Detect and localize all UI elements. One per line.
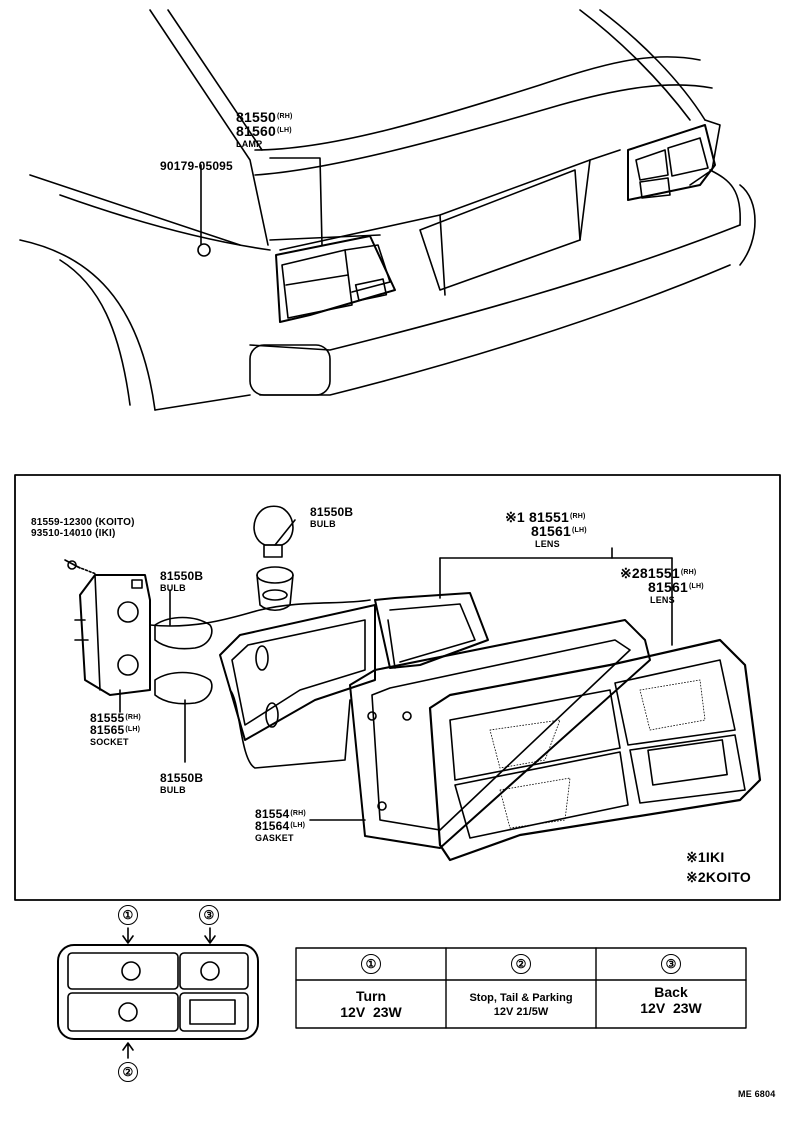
gasket-part-label: 81554(RH) 81564(LH) GASKET [255, 808, 306, 843]
lens2-side-lh: (LH) [688, 583, 704, 590]
lens1-part-lh: 81561 [531, 523, 571, 539]
legend-maker-1: IKI [705, 849, 725, 865]
screw-part-label: 81559-12300 (KOITO) 93510-14010 (IKI) [31, 517, 135, 539]
screw-part-iki: 93510-14010 (IKI) [31, 528, 116, 539]
table-col3-num: ③ [661, 954, 681, 974]
footer-code: ME 6804 [738, 1089, 776, 1099]
table-col1-body: Turn 12V 23W [296, 988, 446, 1020]
legend-maker-2: KOITO [705, 869, 751, 885]
maker-legend-iki: ※1IKI [686, 850, 724, 864]
legend-mark-1: ※1 [686, 849, 706, 865]
lens1-name: LENS [535, 539, 560, 549]
nut-part-label: 90179-05095 [160, 159, 233, 173]
lens1-part-label: ※1 81551(RH) 81561(LH) LENS [505, 510, 587, 549]
lens2-part-lh: 81561 [648, 579, 688, 595]
socket-side-rh: (RH) [125, 714, 141, 721]
table-col3-header: ③ [596, 954, 746, 974]
socket-part-lh: 81565 [90, 723, 125, 737]
lens2-part-label: ※281551(RH) 81561(LH) LENS [620, 566, 704, 605]
table-col2-rating: 12V 21/5W [493, 1006, 549, 1018]
lamp-part-rh: 81550 [236, 109, 276, 125]
legend-mark-2: ※2 [686, 869, 706, 885]
bulb-low-part: 81550B [160, 771, 204, 785]
socket-name: SOCKET [90, 737, 129, 747]
table-col1-rating: 12V 23W [340, 1004, 402, 1020]
table-col3-rating: 12V 23W [640, 1000, 702, 1016]
position-marker-1: ① [118, 905, 138, 925]
exploded-view-drawing [64, 505, 762, 862]
lens1-side-rh: (RH) [569, 513, 586, 520]
lamp-part-label: 81550(RH) 81560(LH) LAMP [236, 110, 293, 149]
gasket-side-lh: (LH) [290, 822, 306, 829]
lens2-side-rh: (RH) [680, 569, 697, 576]
bulb-top-part: 81550B [310, 505, 354, 519]
lens1-part-rh: 81551 [529, 509, 569, 525]
lens2-mark: ※2 [620, 565, 640, 581]
maker-legend-koito: ※2KOITO [686, 870, 751, 884]
marker-3-glyph: ③ [199, 905, 219, 925]
bulb-low-label: 81550B BULB [160, 772, 203, 795]
car-rear-drawing [19, 9, 756, 411]
bulb-top-label: 81550B BULB [310, 506, 353, 529]
bulb-mid-name: BULB [160, 583, 186, 593]
gasket-part-lh: 81564 [255, 819, 290, 833]
exploded-view-frame [14, 474, 781, 901]
table-col2-num: ② [511, 954, 531, 974]
table-col3-body: Back 12V 23W [596, 984, 746, 1016]
lens1-mark: ※1 [505, 509, 525, 525]
table-col1-num: ① [361, 954, 381, 974]
position-marker-2: ② [118, 1062, 138, 1082]
table-col3-function: Back [654, 984, 688, 1000]
bulb-table-grid [295, 947, 747, 1029]
table-col1-header: ① [296, 954, 446, 974]
bulb-top-name: BULB [310, 519, 336, 529]
position-marker-3: ③ [199, 905, 219, 925]
lamp-side-rh: (RH) [276, 113, 293, 120]
lamp-part-lh: 81560 [236, 123, 276, 139]
socket-part-rh: 81555 [90, 711, 125, 725]
lamp-side-lh: (LH) [276, 127, 292, 134]
gasket-part-rh: 81554 [255, 807, 290, 821]
marker-1-glyph: ① [118, 905, 138, 925]
lens1-side-lh: (LH) [571, 527, 587, 534]
screw-part-koito: 81559-12300 (KOITO) [31, 517, 135, 528]
lamp-position-diagram [57, 927, 259, 1059]
table-col2-header: ② [446, 954, 596, 974]
gasket-name: GASKET [255, 833, 294, 843]
table-col2-function: Stop, Tail & Parking [469, 992, 573, 1004]
gasket-side-rh: (RH) [290, 810, 306, 817]
table-col1-function: Turn [355, 988, 387, 1004]
lens2-part-rh: 81551 [639, 565, 680, 581]
lamp-name: LAMP [236, 139, 263, 149]
bulb-low-name: BULB [160, 785, 186, 795]
bulb-mid-label: 81550B BULB [160, 570, 203, 593]
socket-side-lh: (LH) [125, 726, 141, 733]
socket-part-label: 81555(RH) 81565(LH) SOCKET [90, 712, 141, 747]
bulb-mid-part: 81550B [160, 569, 204, 583]
lens2-name: LENS [650, 595, 675, 605]
marker-2-glyph: ② [118, 1062, 138, 1082]
table-col2-body: Stop, Tail & Parking 12V 21/5W [446, 991, 596, 1019]
